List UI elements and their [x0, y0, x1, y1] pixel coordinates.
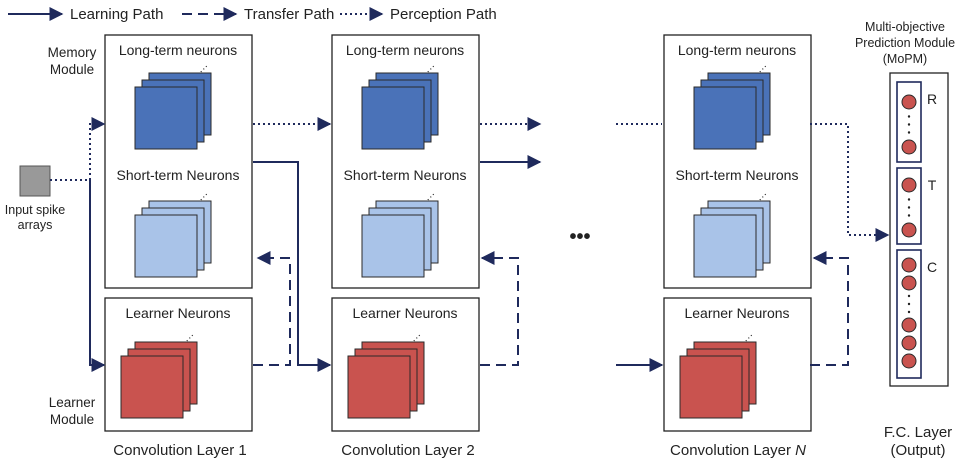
ellipsis: ••• [569, 226, 590, 248]
fc-neuron [901, 275, 917, 291]
caption-layer-n: Convolution Layer N [670, 442, 806, 459]
memory-module-label-2: Module [50, 62, 94, 77]
legend: Learning Path Transfer Path Perception P… [8, 6, 497, 23]
mopm-group-r: R [896, 81, 937, 163]
mopm-group-t: T [896, 167, 937, 245]
fc-neuron [901, 257, 917, 273]
learning-path-input-learner [89, 180, 106, 372]
memory-module-label-1: Memory [48, 45, 97, 60]
long-term-label: Long-term neurons [346, 42, 464, 58]
mopm-group-c: C [896, 249, 937, 379]
short-term-label: Short-term Neurons [676, 167, 799, 183]
learner-module-label-1: Learner [49, 395, 96, 410]
mopm: Multi-objective Prediction Module (MoPM)… [855, 20, 955, 387]
fc-neuron [901, 94, 917, 110]
transfer-path-layer-n [810, 251, 849, 366]
learner-label: Learner Neurons [684, 305, 789, 321]
fc-neuron [901, 353, 917, 369]
legend-transfer-path: Transfer Path [244, 6, 334, 23]
learning-path-layer1-learner2 [253, 161, 332, 372]
fc-layer-label-1: F.C. Layer [884, 424, 952, 441]
mopm-group-label: C [927, 259, 937, 275]
ellipsis-dot [907, 206, 911, 209]
caption-layer-1: Convolution Layer 1 [113, 442, 246, 459]
fc-neuron [901, 177, 917, 193]
transfer-path-layer2 [480, 251, 519, 366]
caption-layer-2: Convolution Layer 2 [341, 442, 474, 459]
fc-neuron [901, 335, 917, 351]
fc-neuron [901, 222, 917, 238]
legend-perception-path: Perception Path [390, 6, 497, 23]
fc-layer-label-2: (Output) [890, 442, 945, 459]
ellipsis-dot [907, 198, 911, 201]
learner-neurons-sheet [679, 355, 743, 419]
long-term-neurons-sheet [361, 86, 425, 150]
perception-path-input-memory [50, 117, 106, 181]
ellipsis-dot [907, 123, 911, 126]
connections [50, 117, 890, 372]
short-term-neurons-sheet [361, 214, 425, 278]
short-term-neurons-sheet [693, 214, 757, 278]
long-term-neurons-sheet [134, 86, 198, 150]
ellipsis-dot [907, 115, 911, 118]
transfer-path-layer1 [253, 251, 291, 366]
ellipsis-dot [907, 294, 911, 298]
mopm-title-2: Prediction Module [855, 36, 955, 50]
short-term-label: Short-term Neurons [117, 167, 240, 183]
ellipsis-dot [907, 131, 911, 134]
ellipsis-dot [907, 302, 911, 306]
mopm-group-label: R [927, 91, 937, 107]
learner-label: Learner Neurons [125, 305, 230, 321]
fc-neuron [901, 317, 917, 333]
learner-neurons-sheet [120, 355, 184, 419]
mopm-groups: R T C [896, 81, 937, 379]
long-term-label: Long-term neurons [678, 42, 796, 58]
legend-learning-path: Learning Path [70, 6, 163, 23]
ellipsis-dot [907, 310, 911, 314]
input-label-1: Input spike [5, 203, 66, 217]
learner-label: Learner Neurons [352, 305, 457, 321]
ellipsis-dot [907, 214, 911, 217]
long-term-label: Long-term neurons [119, 42, 237, 58]
long-term-neurons-sheet [693, 86, 757, 150]
learner-module-label-2: Module [50, 412, 94, 427]
mopm-title-1: Multi-objective [865, 20, 945, 34]
short-term-neurons-sheet [134, 214, 198, 278]
mopm-group-label: T [928, 177, 937, 193]
mopm-title-3: (MoPM) [883, 52, 927, 66]
short-term-label: Short-term Neurons [344, 167, 467, 183]
input-spike-block [19, 165, 51, 197]
learner-neurons-sheet [347, 355, 411, 419]
fc-neuron [901, 139, 917, 155]
input-label-2: arrays [18, 218, 53, 232]
perception-path-layer-n-mopm [810, 123, 890, 242]
